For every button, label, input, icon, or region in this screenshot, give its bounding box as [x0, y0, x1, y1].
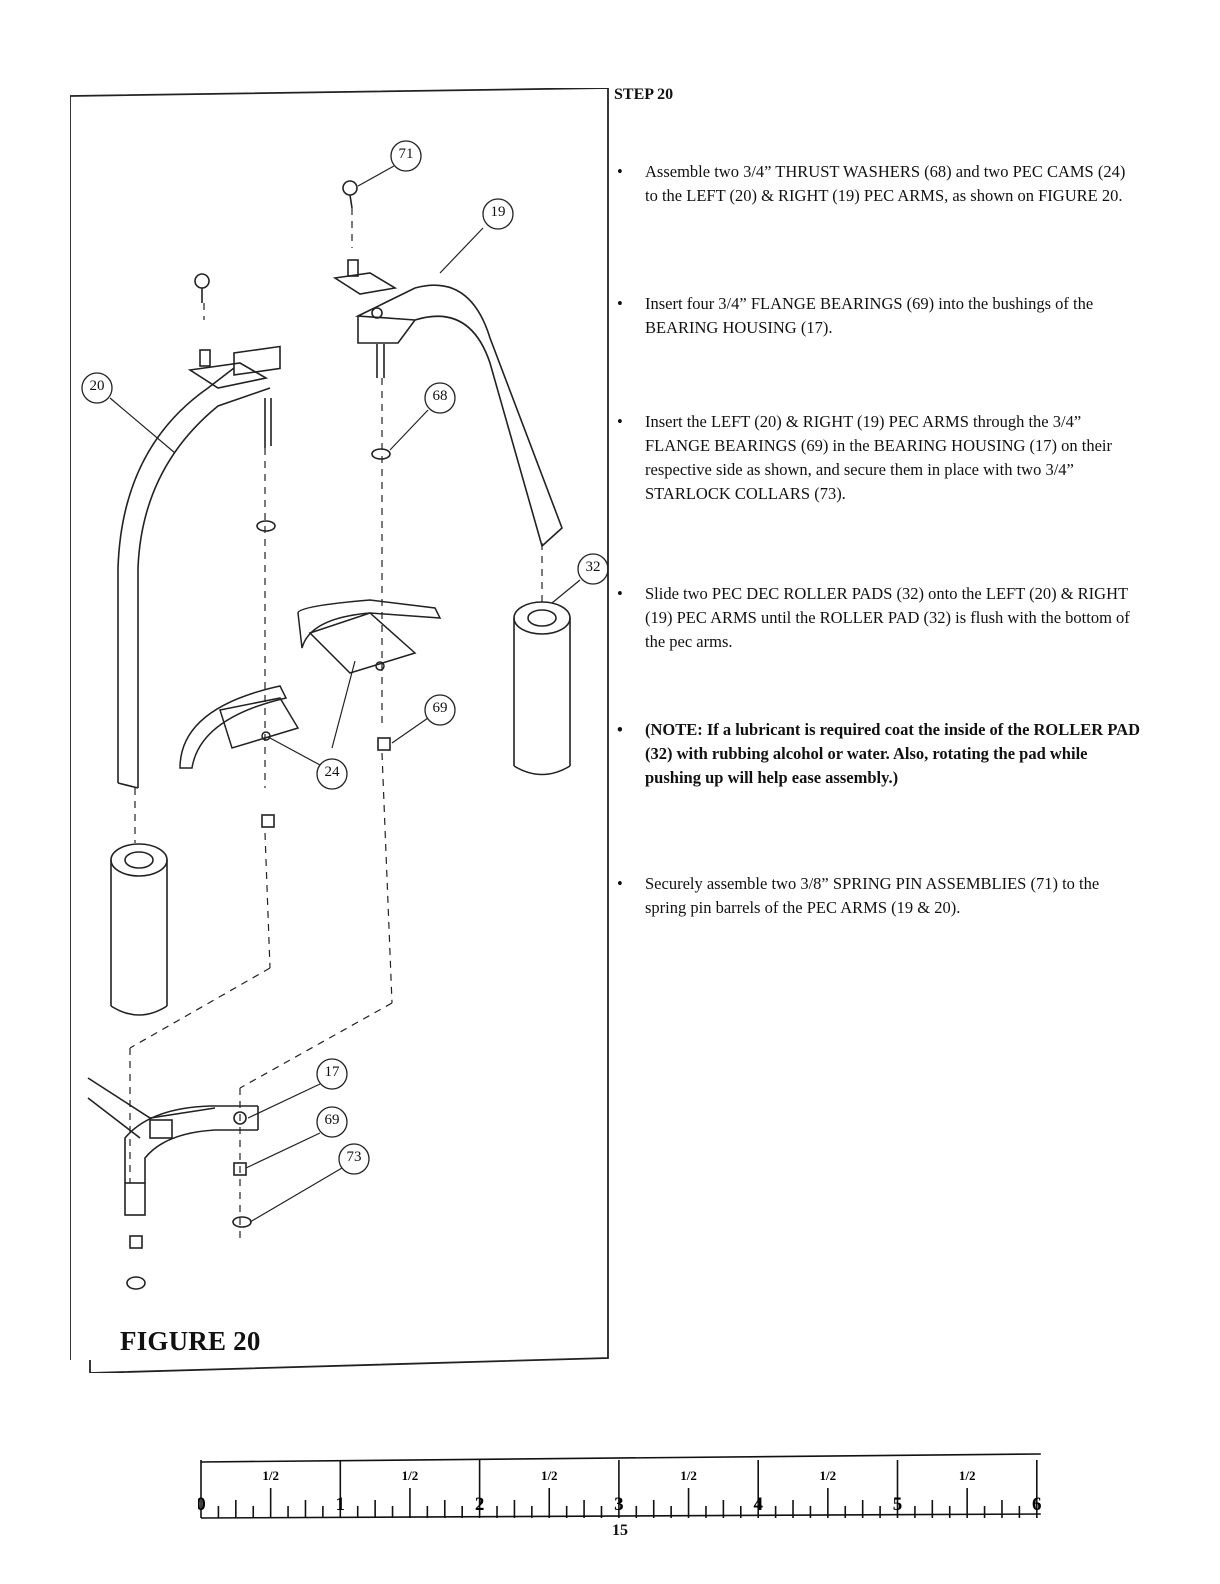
ruler-half-label: 1/2 — [959, 1468, 976, 1483]
exploded-assembly-diagram — [70, 88, 609, 1373]
part-callouts — [81, 140, 609, 1175]
ruler-inch-number: 0 — [198, 1494, 206, 1515]
inch-ruler: 0 1/2 1 1/2 2 1/2 3 1/2 4 1/2 5 1/2 6 — [198, 1444, 1046, 1554]
bullet: • — [617, 412, 623, 431]
instruction-3: • Insert the LEFT (20) & RIGHT (19) PEC … — [617, 410, 1142, 506]
instruction-text: Insert the LEFT (20) & RIGHT (19) PEC AR… — [645, 412, 1113, 503]
ruler-inch-number: 5 — [893, 1494, 903, 1515]
ruler-inch-number: 3 — [614, 1494, 624, 1515]
ruler-inch-number: 2 — [475, 1494, 485, 1515]
callout-label-19: 19 — [490, 204, 506, 220]
bullet: • — [617, 162, 623, 181]
callout-label-71: 71 — [398, 146, 414, 162]
ruler-top-edge — [200, 1453, 1041, 1463]
callout-label-17: 17 — [324, 1064, 340, 1080]
bullet: • — [617, 874, 623, 893]
callout-label-24: 24 — [324, 764, 340, 780]
callout-label-68: 68 — [432, 388, 448, 404]
flange-bearing — [377, 737, 391, 751]
ruler-inch-number: 6 — [1032, 1494, 1042, 1515]
dashed-assembly-lines — [129, 208, 543, 1238]
pec-cam — [179, 599, 442, 769]
callout-label-69: 69 — [432, 700, 448, 716]
left-pec-arm — [117, 273, 281, 789]
page-number: 15 — [612, 1522, 628, 1539]
ruler-inch-number: 1 — [336, 1494, 346, 1515]
figure-frame — [70, 88, 609, 1373]
ruler-half-label: 1/2 — [262, 1468, 279, 1483]
instruction-text: Assemble two 3/4” THRUST WASHERS (68) an… — [645, 162, 1126, 205]
step-title: STEP 20 — [614, 86, 674, 103]
ruler-half-label: 1/2 — [541, 1468, 558, 1483]
figure-title: FIGURE 20 — [120, 1326, 261, 1356]
bullet: • — [617, 720, 623, 739]
figure-20-panel: 71 19 20 68 32 69 24 17 69 73 FIGURE 20 — [70, 88, 628, 1373]
instruction-4: • Slide two PEC DEC ROLLER PADS (32) ont… — [617, 582, 1142, 654]
instruction-2: • Insert four 3/4” FLANGE BEARINGS (69) … — [617, 292, 1142, 340]
callout-label-32: 32 — [585, 559, 601, 575]
instruction-6: • Securely assemble two 3/8” SPRING PIN … — [617, 872, 1142, 920]
bullet: • — [617, 584, 623, 603]
right-pec-arm — [332, 180, 563, 548]
instruction-text: Securely assemble two 3/8” SPRING PIN AS… — [645, 874, 1100, 917]
ruler-half-label: 1/2 — [402, 1468, 419, 1483]
instruction-text: Insert four 3/4” FLANGE BEARINGS (69) in… — [645, 294, 1094, 337]
ruler-graphic: 0 1/2 1 1/2 2 1/2 3 1/2 4 1/2 5 1/2 6 — [198, 1453, 1042, 1519]
roller-pad — [110, 601, 571, 1016]
callout-label-20: 20 — [89, 378, 105, 394]
note-text: (NOTE: If a lubricant is required coat t… — [645, 720, 1141, 787]
ruler-half-label: 1/2 — [680, 1468, 697, 1483]
thrust-washer — [371, 448, 391, 460]
ruler-half-label: 1/2 — [820, 1468, 837, 1483]
bearing-housing — [87, 1077, 259, 1290]
callout-label-69b: 69 — [324, 1112, 340, 1128]
instruction-1: • Assemble two 3/4” THRUST WASHERS (68) … — [617, 160, 1142, 208]
bullet: • — [617, 294, 623, 313]
callout-label-73: 73 — [346, 1149, 362, 1165]
ruler-inch-number: 4 — [753, 1494, 763, 1515]
instruction-note: • (NOTE: If a lubricant is required coat… — [617, 718, 1142, 790]
leader-lines — [109, 165, 581, 1223]
instruction-text: Slide two PEC DEC ROLLER PADS (32) onto … — [645, 584, 1130, 651]
